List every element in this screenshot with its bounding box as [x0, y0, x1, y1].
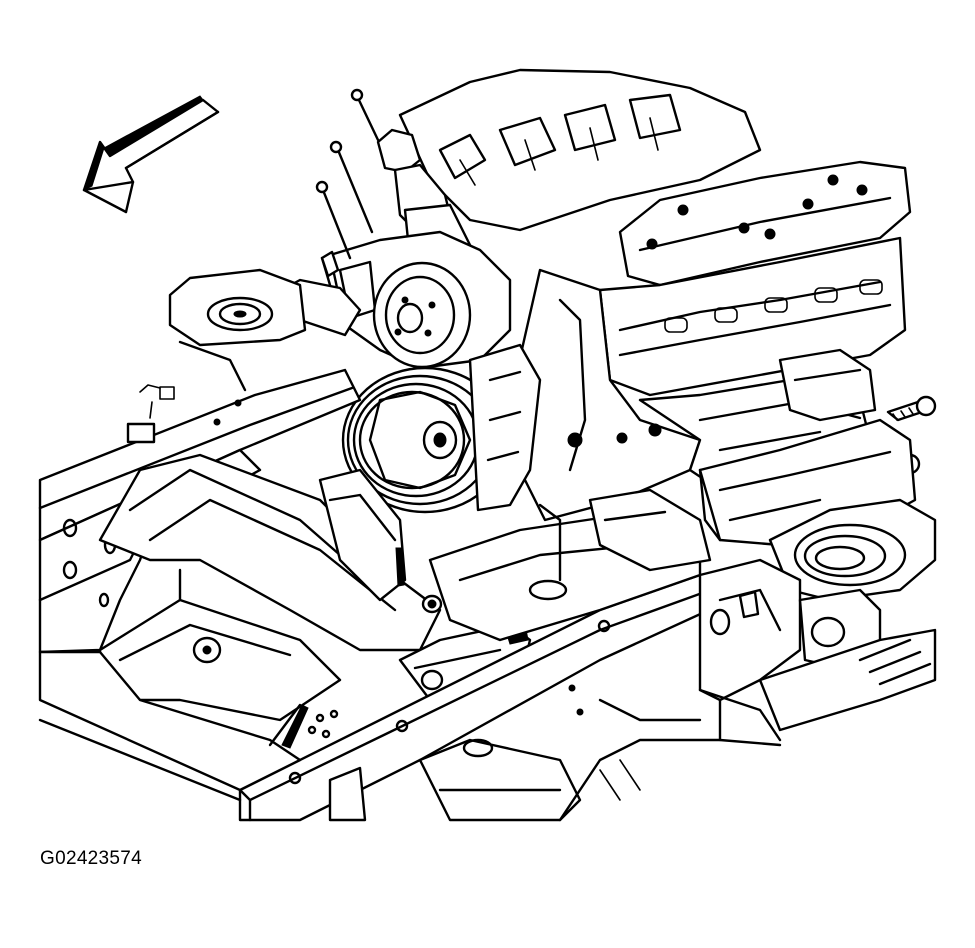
plate-holes: [307, 709, 339, 739]
front-direction-arrow: [82, 95, 220, 214]
mount-bracket-detail: [538, 468, 722, 582]
mount-through-bolt-upper: [886, 395, 937, 422]
valve-cover-bolts: [646, 174, 868, 250]
right-frame-assembly: [558, 395, 937, 822]
engine-assembly: [398, 68, 912, 522]
crossmember-holes: [288, 619, 611, 785]
left-spring-perch: [168, 268, 307, 392]
figure-id-label: G02423574: [40, 848, 143, 869]
water-pump-bolts: [315, 88, 380, 260]
exhaust-ports: [664, 279, 883, 333]
